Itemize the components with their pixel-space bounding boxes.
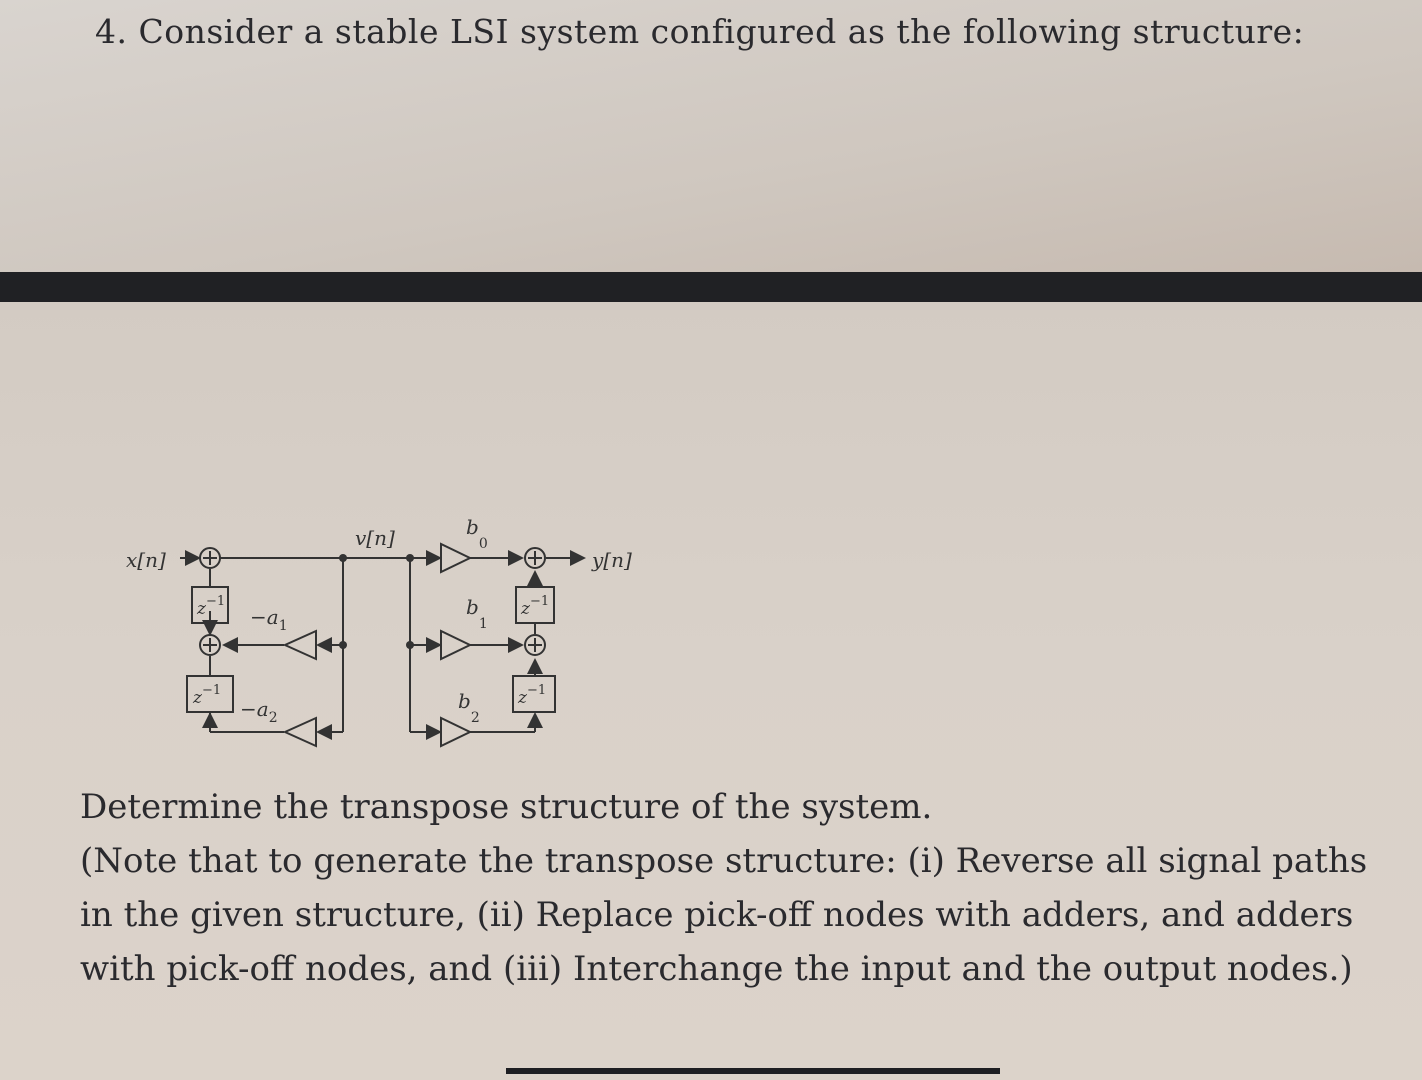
coef-label-b2: b2 [458,689,480,726]
delay-right-2 [512,675,556,713]
divider-bar [0,272,1422,302]
delay-label: z−1 [520,594,549,619]
pickoff-node-b1 [406,641,414,649]
content-area [0,302,1422,1080]
pickoff-node-v [339,554,347,562]
question-title: 4. Consider a stable LSI system configur… [95,12,1305,51]
node-label-v: v[n] [355,526,395,550]
delay-label: z−1 [192,683,221,708]
prompt-note: (Note that to generate the transpose str… [80,841,1368,989]
adder-output [524,547,546,569]
multiplier-b1 [440,629,473,661]
coef-label-a2: −a2 [240,697,278,726]
input-label: x[n] [126,548,166,572]
output-label: y[n] [591,548,632,572]
delay-left-1 [191,586,229,624]
multiplier-a1 [282,629,317,661]
delay-label: z−1 [517,683,546,708]
adder-input [199,547,221,569]
delay-label: z−1 [196,594,225,619]
adder-left-mid [199,634,221,656]
delay-right-1 [515,586,555,624]
pickoff-node-a1 [339,641,347,649]
delay-left-2 [186,675,234,713]
multiplier-b2 [440,716,473,748]
prompt-line-determine: Determine the transpose structure of the… [80,787,933,827]
adder-right-mid [524,634,546,656]
coef-label-a1: −a1 [250,605,288,634]
question-header-area: 4. Consider a stable LSI system configur… [0,0,1422,272]
multiplier-a2 [282,716,317,748]
coef-label-b1: b1 [466,595,488,632]
bottom-bar [506,1068,1000,1074]
multiplier-b0 [440,542,473,574]
coef-label-b0: b0 [466,515,488,552]
question-prompt: Determine the transpose structure of the… [80,780,1390,996]
pickoff-node-split [406,554,414,562]
